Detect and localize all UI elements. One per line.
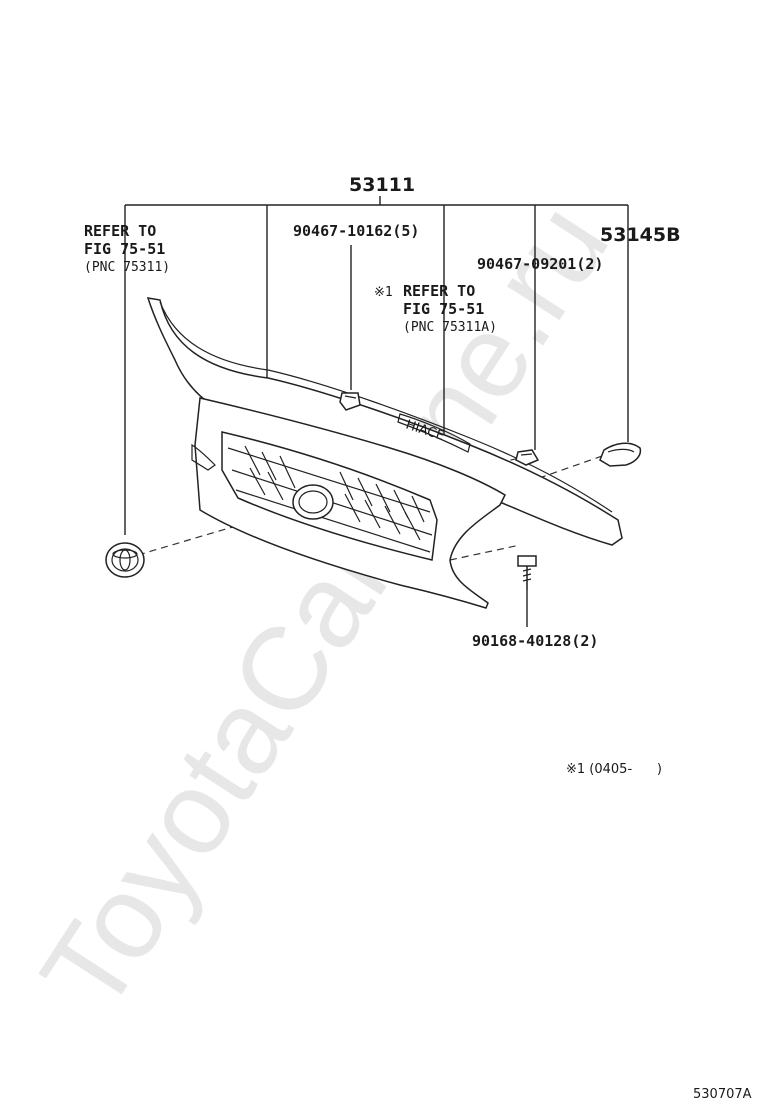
watermark: ToyotaCarMine.ru <box>16 181 634 1034</box>
footnote: ※1 (0405- ) <box>566 762 662 777</box>
refer-center-line1: REFER TO <box>403 282 475 300</box>
bracket-53145b-part <box>599 442 642 467</box>
label-90467-10162: 90467-10162(5) <box>293 222 419 240</box>
label-90168-40128: 90168-40128(2) <box>472 632 598 650</box>
diagram-code: 530707A <box>693 1087 752 1102</box>
refer-center: ※1 REFER TO FIG 75-51 (PNC 75311A) <box>374 282 497 335</box>
label-53145b: 53145B <box>600 224 681 246</box>
radiator-grille: HIACE <box>146 297 623 609</box>
refer-left-line2: FIG 75-51 <box>84 240 165 258</box>
refer-center-line2: FIG 75-51 <box>403 300 484 318</box>
label-90467-09201: 90467-09201(2) <box>477 255 603 273</box>
toyota-emblem-part <box>105 542 145 578</box>
clip-upper-part <box>339 392 361 411</box>
leader-lines <box>124 196 629 627</box>
label-53111: 53111 <box>349 174 415 196</box>
refer-center-line3: (PNC 75311A) <box>403 320 497 335</box>
refer-center-mark: ※1 <box>374 285 393 300</box>
clip-right-part <box>515 449 540 466</box>
refer-left-line1: REFER TO <box>84 222 156 240</box>
screw-part <box>517 555 537 590</box>
refer-left: REFER TO FIG 75-51 (PNC 75311) <box>84 222 170 275</box>
refer-left-line3: (PNC 75311) <box>84 260 170 275</box>
